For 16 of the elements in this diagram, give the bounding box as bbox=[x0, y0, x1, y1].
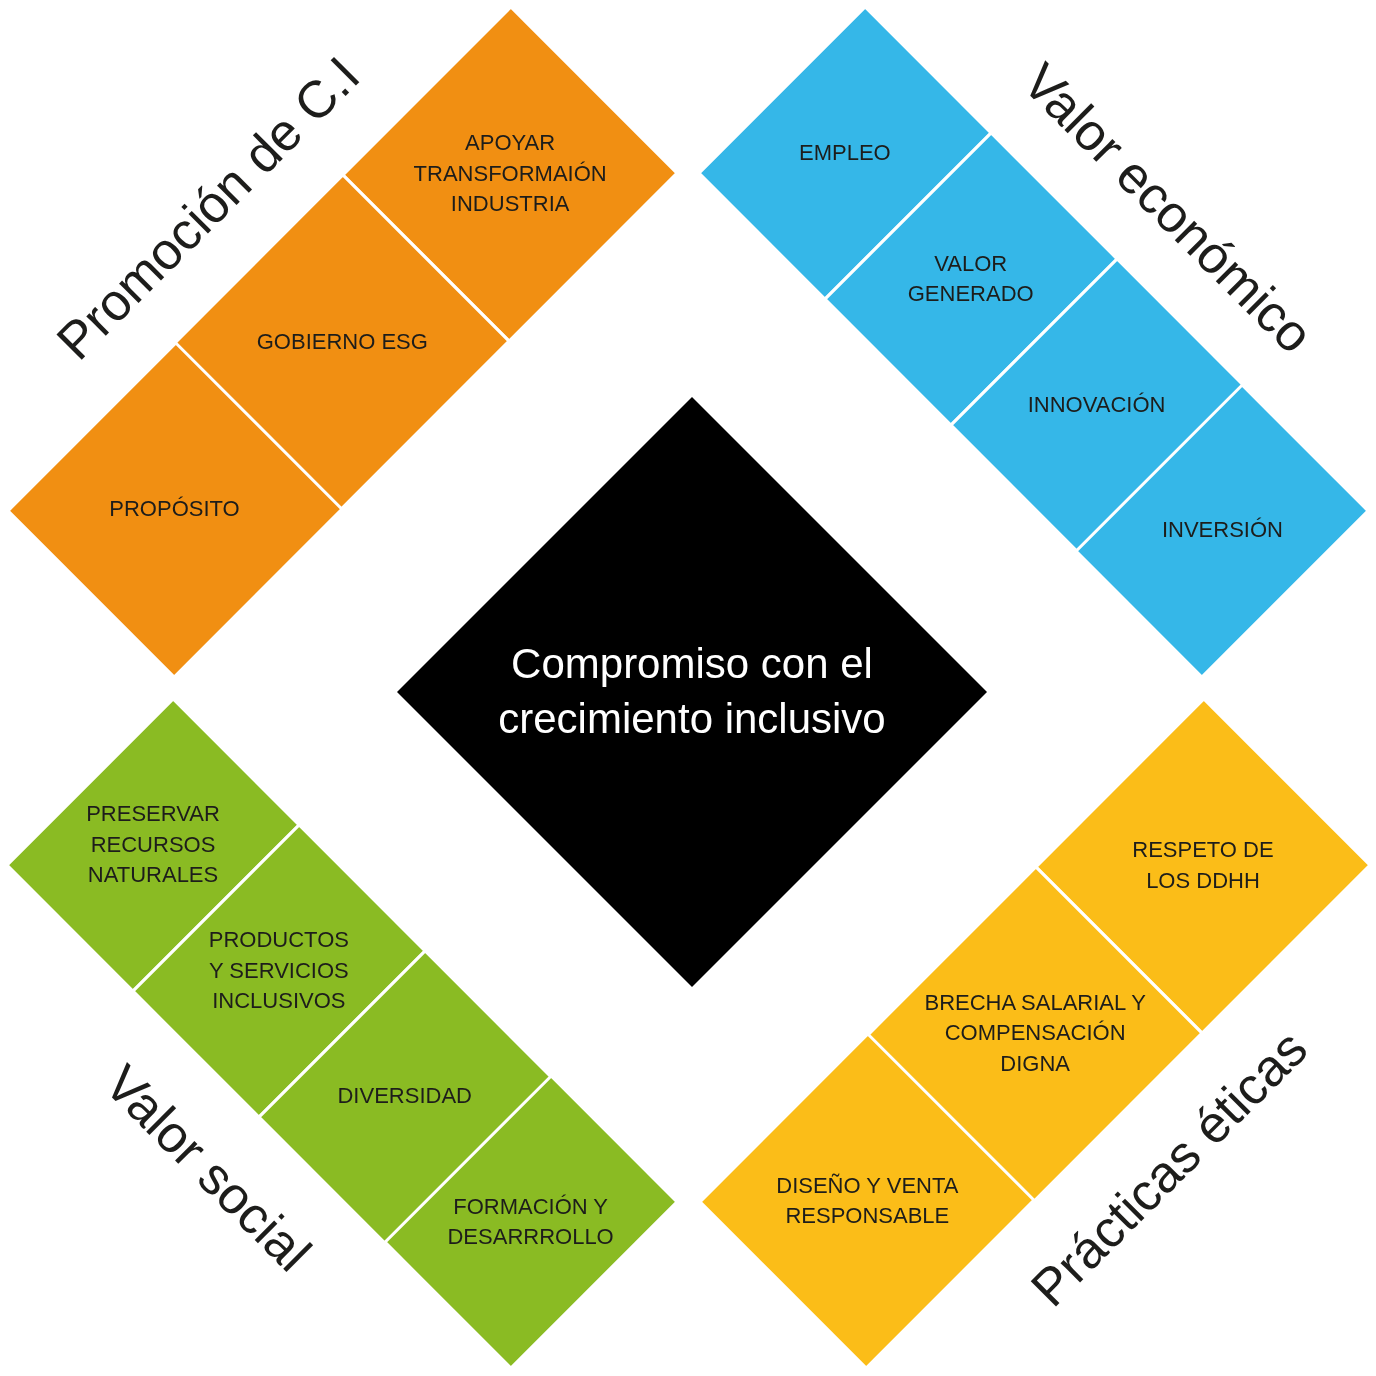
cell-label: EMPLEO bbox=[799, 138, 891, 167]
center-title: Compromiso con el crecimiento inclusivo bbox=[497, 639, 887, 744]
cell-label: VALOR GENERADO bbox=[906, 249, 1035, 308]
cell-label: RESPETO DE LOS DDHH bbox=[1131, 836, 1275, 895]
cell-label: DIVERSIDAD bbox=[337, 1082, 472, 1111]
cell-label: INVERSIÓN bbox=[1161, 516, 1283, 545]
cell-label: PRODUCTOS Y SERVICIOS INCLUSIVOS bbox=[207, 926, 350, 1015]
cell-label: PROPÓSITO bbox=[109, 495, 240, 524]
cell-label: INNOVACIÓN bbox=[1027, 390, 1166, 419]
center-diamond bbox=[397, 397, 987, 987]
cell-label: APOYAR TRANSFORMAIÓN INDUSTRIA bbox=[412, 129, 608, 219]
cell-label: GOBIERNO ESG bbox=[256, 327, 428, 356]
cell-label: PRESERVAR RECURSOS NATURALES bbox=[85, 800, 221, 889]
cell-label: DISEÑO Y VENTA RESPONSABLE bbox=[775, 1172, 960, 1231]
cell-label: BRECHA SALARIAL Y COMPENSACIÓN DIGNA bbox=[923, 989, 1147, 1078]
cell-label: FORMACIÓN Y DESARRROLLO bbox=[446, 1193, 615, 1252]
